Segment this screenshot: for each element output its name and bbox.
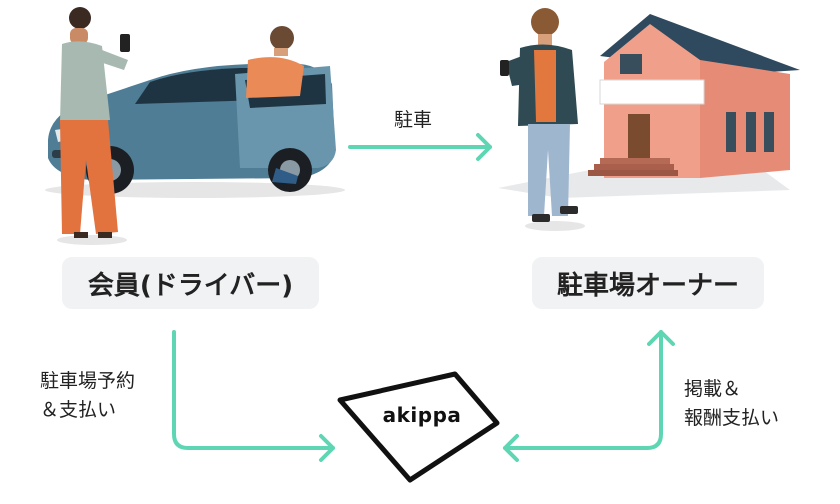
arrow-reserve-payment	[172, 330, 335, 462]
listing-payment-line1: 掲載＆	[684, 378, 742, 400]
owner-illustration	[500, 8, 585, 231]
reserve-payment-line1: 駐車場予約	[40, 370, 136, 392]
member-driver-pill: 会員(ドライバー)	[62, 257, 319, 309]
parking-label: 駐車	[394, 109, 433, 131]
listing-payment-label: 掲載＆ 報酬支払い	[684, 375, 779, 433]
driver-illustration	[57, 7, 304, 245]
arrow-listing-payment	[503, 330, 675, 462]
akippa-brand-text: akippa	[382, 403, 462, 427]
member-driver-label: 会員(ドライバー)	[87, 270, 294, 301]
reserve-payment-label: 駐車場予約 ＆支払い	[40, 367, 135, 425]
listing-payment-line2: 報酬支払い	[684, 407, 780, 429]
parking-owner-pill: 駐車場オーナー	[532, 257, 764, 309]
parking-owner-label: 駐車場オーナー	[556, 270, 739, 301]
akippa-logo	[337, 371, 500, 483]
house-illustration	[498, 14, 800, 198]
arrow-parking	[348, 133, 492, 161]
reserve-payment-line2: ＆支払い	[40, 399, 117, 421]
